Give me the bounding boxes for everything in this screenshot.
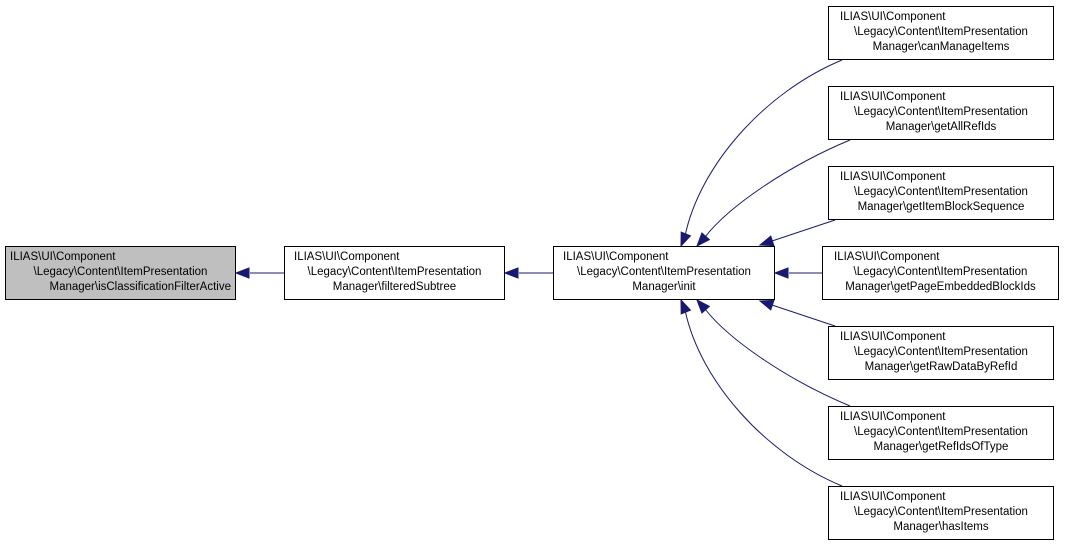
node-label-line: Manager\canManageItems	[872, 41, 1010, 53]
node-get-ref-ids-of-type[interactable]: ILIAS\UI\Component \Legacy\Content\ItemP…	[828, 406, 1054, 460]
edge-arrowhead	[680, 298, 692, 315]
edge-arrowhead	[758, 235, 775, 247]
node-label-line: Manager\getAllRefIds	[885, 121, 997, 133]
node-get-page-embedded-block-ids[interactable]: ILIAS\UI\Component \Legacy\Content\ItemP…	[822, 246, 1059, 300]
edge-get-page-embedded-block-ids-to-init	[773, 267, 822, 279]
edge-arrowhead	[234, 267, 250, 279]
edge-arrowhead	[680, 231, 692, 248]
node-label-line: ILIAS\UI\Component	[834, 251, 940, 263]
node-label-line: \Legacy\Content\ItemPresentation	[307, 266, 482, 278]
edge-get-ref-ids-of-type-to-init	[696, 298, 851, 407]
edge-line	[771, 219, 836, 242]
node-filtered-subtree[interactable]: ILIAS\UI\Component \Legacy\Content\ItemP…	[284, 246, 505, 300]
node-label-line: \Legacy\Content\ItemPresentation	[854, 346, 1028, 358]
node-get-raw-data-by-ref-id[interactable]: ILIAS\UI\Component \Legacy\Content\ItemP…	[828, 326, 1054, 380]
edge-arrowhead	[696, 232, 711, 248]
node-label-line: Manager\getRefIdsOfType	[873, 441, 1009, 453]
node-label-line: ILIAS\UI\Component	[840, 491, 946, 503]
node-get-item-block-sequence[interactable]: ILIAS\UI\Component \Legacy\Content\ItemP…	[828, 166, 1054, 220]
edge-line	[704, 139, 851, 238]
node-label-line: ILIAS\UI\Component	[840, 331, 946, 343]
edge-has-items-to-init	[680, 298, 843, 487]
node-label-line: ILIAS\UI\Component	[563, 251, 669, 263]
edge-get-all-ref-ids-to-init	[696, 139, 851, 248]
node-label-line: ILIAS\UI\Component	[840, 411, 946, 423]
edge-line	[684, 59, 843, 237]
node-label-line: Manager\getPageEmbeddedBlockIds	[845, 281, 1036, 293]
edge-line	[684, 309, 843, 487]
node-label-line: Manager\isClassificationFilterActive	[49, 281, 231, 293]
node-label-line: \Legacy\Content\ItemPresentation	[853, 266, 1028, 278]
edge-get-raw-data-by-ref-id-to-init	[758, 299, 836, 327]
edge-init-to-filtered-subtree	[503, 267, 553, 279]
node-label-line: ILIAS\UI\Component	[840, 91, 946, 103]
node-get-all-ref-ids[interactable]: ILIAS\UI\Component \Legacy\Content\ItemP…	[828, 86, 1054, 140]
node-label-line: \Legacy\Content\ItemPresentation	[854, 506, 1028, 518]
node-label-line: ILIAS\UI\Component	[840, 171, 946, 183]
node-label-line: ILIAS\UI\Component	[294, 251, 400, 263]
node-label-line: Manager\getItemBlockSequence	[857, 201, 1025, 213]
node-label-line: ILIAS\UI\Component	[840, 11, 946, 23]
node-can-manage-items[interactable]: ILIAS\UI\Component \Legacy\Content\ItemP…	[828, 6, 1054, 60]
edge-arrowhead	[696, 298, 711, 314]
edge-filtered-subtree-to-is-classification-filter-active	[234, 267, 284, 279]
node-label-line: \Legacy\Content\ItemPresentation	[854, 426, 1028, 438]
node-has-items[interactable]: ILIAS\UI\Component \Legacy\Content\ItemP…	[828, 486, 1054, 540]
node-label-line: Manager\filteredSubtree	[332, 281, 457, 293]
edge-line	[771, 304, 836, 327]
node-label-line: \Legacy\Content\ItemPresentation	[854, 106, 1028, 118]
edge-arrowhead	[773, 267, 789, 279]
node-label-line: \Legacy\Content\ItemPresentation	[33, 266, 208, 278]
node-is-classification-filter-active[interactable]: ILIAS\UI\Component \Legacy\Content\ItemP…	[5, 246, 236, 300]
node-label-line: \Legacy\Content\ItemPresentation	[854, 186, 1028, 198]
node-label-line: ILIAS\UI\Component	[10, 251, 116, 263]
edge-arrowhead	[758, 299, 775, 311]
node-label-line: Manager\hasItems	[893, 521, 989, 533]
node-label-line: \Legacy\Content\ItemPresentation	[854, 26, 1028, 38]
node-label-line: Manager\getRawDataByRefId	[864, 361, 1018, 373]
edge-line	[704, 308, 851, 407]
edge-can-manage-items-to-init	[680, 59, 843, 248]
edge-arrowhead	[503, 267, 519, 279]
node-init[interactable]: ILIAS\UI\Component \Legacy\Content\ItemP…	[553, 246, 775, 300]
node-label-line: \Legacy\Content\ItemPresentation	[577, 266, 751, 278]
edge-get-item-block-sequence-to-init	[758, 219, 836, 247]
node-label-line: Manager\init	[632, 281, 696, 293]
